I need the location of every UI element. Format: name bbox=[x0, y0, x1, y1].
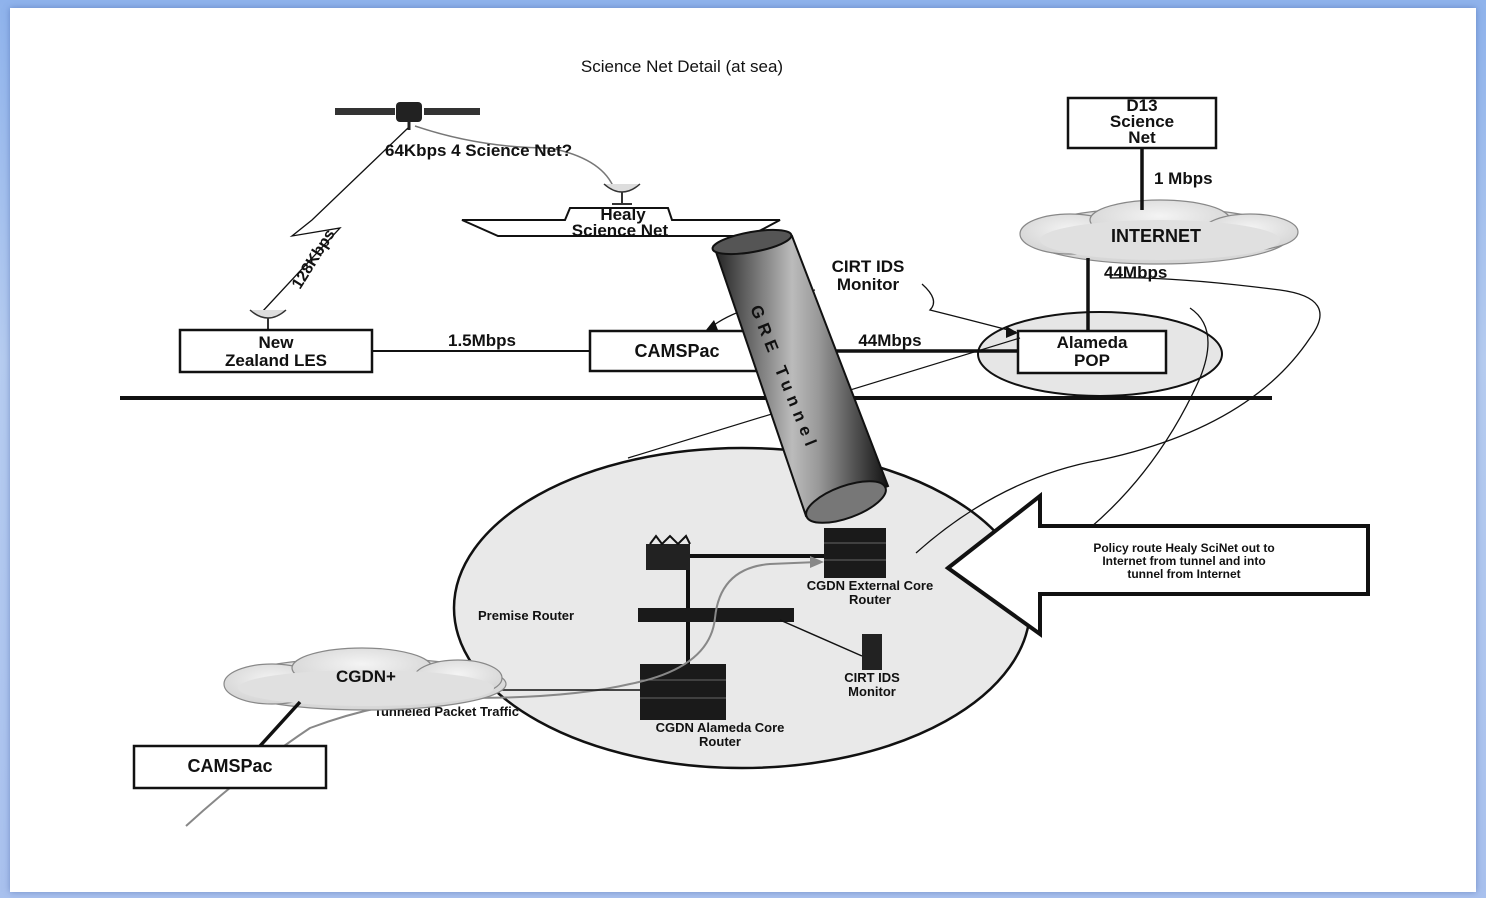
alameda-core-label-1: CGDN Alameda Core bbox=[656, 720, 785, 735]
camspac-top-label: CAMSPac bbox=[634, 341, 719, 361]
firewall-icon bbox=[646, 534, 691, 570]
gre-tunnel bbox=[711, 228, 890, 524]
external-core-label-2: Router bbox=[849, 592, 891, 607]
cgdn-plus-cloud bbox=[223, 647, 507, 711]
camspac-top-box bbox=[588, 329, 766, 373]
dish-antenna-icon bbox=[249, 309, 287, 331]
alameda-pop-label-2: POP bbox=[1074, 351, 1110, 370]
link-label-1m: 1 Mbps bbox=[1154, 169, 1213, 188]
router-icon bbox=[640, 664, 726, 720]
callout-line-1: Policy route Healy SciNet out to bbox=[1093, 541, 1274, 555]
link-label-64k: 64Kbps 4 Science Net? bbox=[385, 141, 572, 160]
router-icon bbox=[824, 528, 886, 578]
dish-antenna-icon bbox=[603, 183, 641, 205]
cirt-bottom-label-1: CIRT IDS bbox=[844, 670, 900, 685]
internet-label: INTERNET bbox=[1111, 226, 1201, 246]
healy-ship bbox=[461, 207, 781, 237]
link-premise-cirt bbox=[779, 619, 863, 657]
diagram-title: Science Net Detail (at sea) bbox=[581, 57, 783, 76]
d13-label-1: D13 bbox=[1126, 96, 1157, 115]
satellite-icon bbox=[335, 102, 480, 130]
satellite-link-nz bbox=[261, 127, 409, 313]
cirt-top-label-2: Monitor bbox=[837, 275, 900, 294]
policy-route-curve-2 bbox=[1089, 307, 1209, 529]
cirt-bottom-label-2: Monitor bbox=[848, 684, 896, 699]
link-cgdn-camspac bbox=[258, 700, 302, 748]
nz-les-label-1: New bbox=[259, 333, 295, 352]
alameda-pop-label-1: Alameda bbox=[1057, 333, 1128, 352]
healy-label-1: Healy bbox=[600, 205, 646, 224]
link-label-44m-left: 44Mbps bbox=[858, 331, 921, 350]
cirt-arrow-right bbox=[921, 283, 1017, 333]
callout-line-2: Internet from tunnel and into bbox=[1102, 554, 1265, 568]
cirt-bottom-device bbox=[862, 634, 882, 670]
diagram-page: Science Net Detail (at sea) 64Kbps 4 Sci… bbox=[10, 8, 1476, 892]
nz-les-label-2: Zealand LES bbox=[225, 351, 327, 370]
external-core-label-1: CGDN External Core bbox=[807, 578, 933, 593]
camspac-bottom-box bbox=[132, 744, 328, 790]
tunneled-traffic-path bbox=[185, 561, 819, 827]
premise-router-text: Premise Router bbox=[478, 608, 574, 623]
d13-label-2: Science bbox=[1110, 112, 1174, 131]
d13-label-3: Net bbox=[1128, 128, 1156, 147]
satellite-link-healy bbox=[414, 125, 614, 187]
cgdn-plus-label: CGDN+ bbox=[336, 667, 396, 686]
network-diagram: Science Net Detail (at sea) 64Kbps 4 Sci… bbox=[120, 57, 1370, 827]
policy-callout-arrow bbox=[944, 491, 1370, 638]
internet-cloud bbox=[1019, 199, 1299, 265]
nz-les-box bbox=[178, 328, 374, 374]
policy-route-curve bbox=[915, 277, 1321, 554]
cirt-arrow-right-head bbox=[1006, 326, 1018, 338]
callout-line-3: tunnel from Internet bbox=[1127, 567, 1240, 581]
link-label-1-5m: 1.5Mbps bbox=[448, 331, 516, 350]
cirt-arrow-left-head bbox=[706, 320, 718, 330]
tunneled-traffic-arrowhead bbox=[810, 556, 824, 568]
cirt-top-label-1: CIRT IDS bbox=[832, 257, 905, 276]
camspac-bottom-label: CAMSPac bbox=[187, 756, 272, 776]
link-label-128k: 128Kbps bbox=[289, 226, 339, 292]
alameda-core-label-2: Router bbox=[699, 734, 741, 749]
alameda-pop-box bbox=[1016, 329, 1168, 375]
healy-label-2: Science Net bbox=[572, 221, 669, 240]
